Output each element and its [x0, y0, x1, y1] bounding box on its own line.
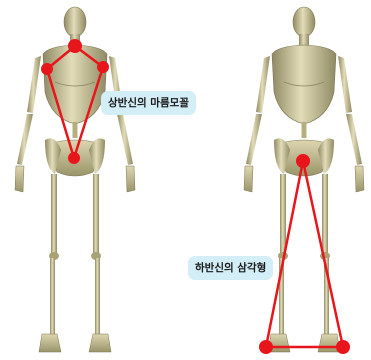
marker-hip — [296, 154, 310, 168]
marker-right-shoulder — [97, 61, 109, 73]
marker-neck — [68, 39, 82, 53]
marker-pelvis — [68, 152, 80, 164]
label-lower-body-triangle: 하반신의 삼각형 — [188, 256, 273, 280]
mannequin-left — [15, 7, 135, 352]
mannequin-right — [244, 7, 364, 352]
lower-body-triangle — [259, 154, 350, 354]
marker-left-shoulder — [41, 63, 53, 75]
marker-right-foot — [336, 340, 350, 354]
label-upper-body-diamond: 상반신의 마름모꼴 — [101, 91, 196, 115]
triangle-outline — [266, 161, 343, 347]
marker-left-foot — [259, 340, 273, 354]
